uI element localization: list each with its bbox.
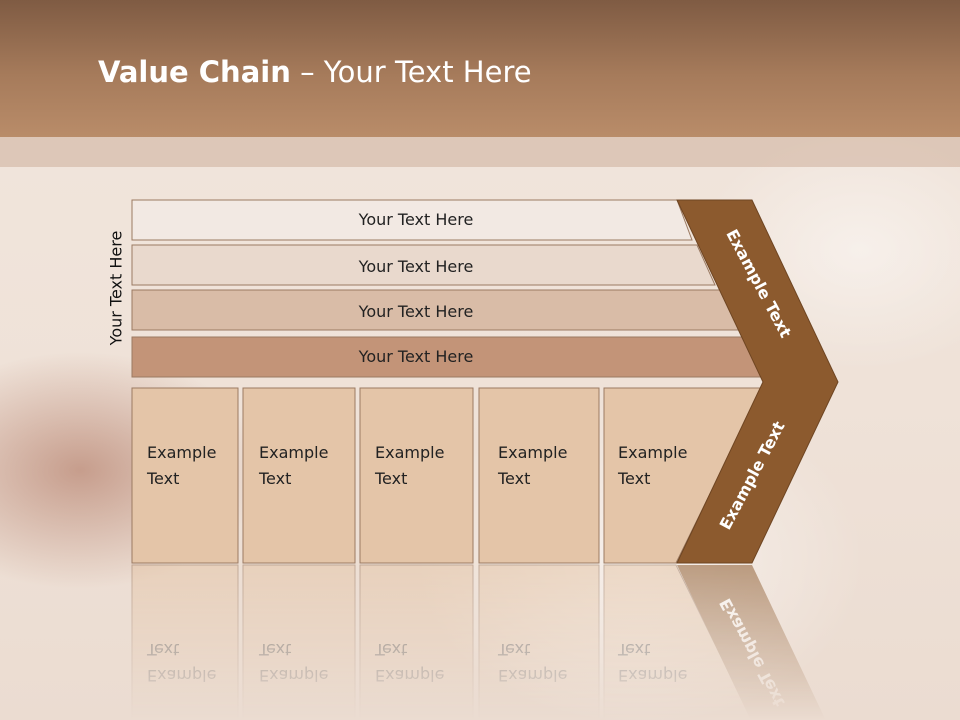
- primary-box-5: [603, 387, 763, 564]
- primary-box-4-line2: Text: [497, 469, 530, 488]
- primary-box-5-line1: Example: [618, 443, 687, 462]
- support-bar-2: [131, 244, 716, 286]
- support-bar-1-label: Your Text Here: [358, 210, 474, 229]
- support-bar-4-label: Your Text Here: [358, 347, 474, 366]
- slide-title: Value Chain – Your Text Here: [98, 55, 532, 89]
- support-bar-2-label: Your Text Here: [358, 257, 474, 276]
- support-bar-1: [131, 199, 693, 241]
- slide-title-bold: Value Chain: [98, 55, 291, 89]
- primary-box-4: [478, 387, 600, 564]
- reflection-box-2-line1: Example: [259, 666, 328, 685]
- margin-chevron: [676, 199, 839, 564]
- reflection-box-3-line2: Text: [374, 640, 407, 659]
- primary-box-3: [359, 387, 474, 564]
- reflection-box-2-line2: Text: [258, 640, 291, 659]
- primary-box-2-line2: Text: [258, 469, 291, 488]
- primary-box-2: [242, 387, 356, 564]
- title-bar: [0, 0, 960, 137]
- primary-box-5-line2: Text: [617, 469, 650, 488]
- primary-box-2-line1: Example: [259, 443, 328, 462]
- primary-box-1: [131, 387, 239, 564]
- primary-box-3-line2: Text: [374, 469, 407, 488]
- primary-box-4-line1: Example: [498, 443, 567, 462]
- primary-box-3-line1: Example: [375, 443, 444, 462]
- reflection-box-1-line2: Text: [146, 640, 179, 659]
- primary-box-1-line2: Text: [146, 469, 179, 488]
- title-strip: [0, 137, 960, 167]
- reflection-box-4-line2: Text: [497, 640, 530, 659]
- slide-title-rest: – Your Text Here: [290, 55, 532, 89]
- reflection-box-4-line1: Example: [498, 666, 567, 685]
- primary-box-1-line1: Example: [147, 443, 216, 462]
- support-bar-3-label: Your Text Here: [358, 302, 474, 321]
- diagram-reflection: Example Text Example Text Example Text E…: [131, 564, 826, 720]
- reflection-box-1-line1: Example: [147, 666, 216, 685]
- reflection-box-5-line1: Example: [618, 666, 687, 685]
- reflection-box-3-line1: Example: [375, 666, 444, 685]
- reflection-box-5-line2: Text: [617, 640, 650, 659]
